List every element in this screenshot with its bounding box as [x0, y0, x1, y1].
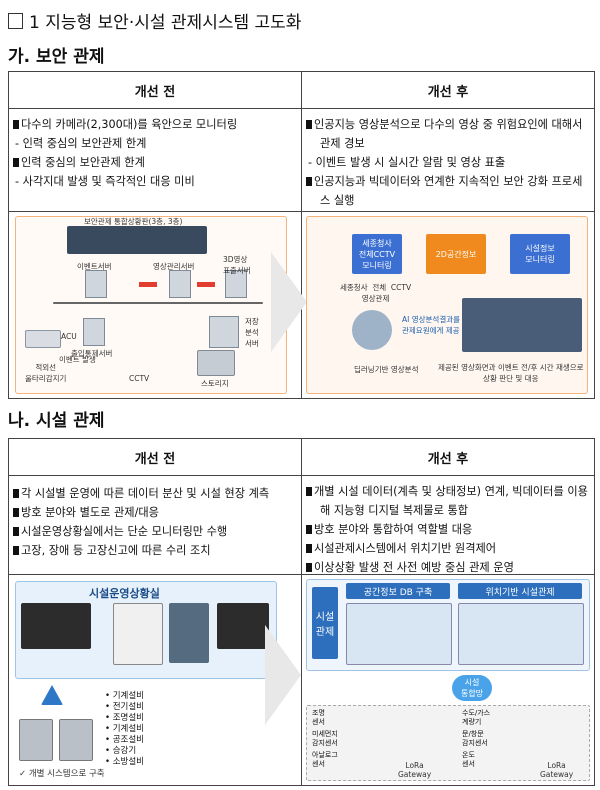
- equipment-list: • 기계설비• 전기설비• 조명설비• 기계설비• 공조설비• 승강기• 소방설…: [105, 691, 144, 768]
- sensor-label: 조명 센서: [312, 709, 325, 726]
- list-item: 인력 중심의 보안관제 한계: [13, 153, 297, 172]
- checkbox-icon: [8, 12, 23, 29]
- list-item: 시설관제시스템에서 위치기반 원격제어: [306, 539, 590, 558]
- equipment-item: • 조명설비: [105, 713, 144, 723]
- before-list: 다수의 카메라(2,300대)를 육안으로 모니터링 - 인력 중심의 보안관제 …: [9, 109, 302, 211]
- after-header: 개선 후: [427, 451, 469, 467]
- after-header: 개선 후: [427, 84, 469, 100]
- equipment-item: • 기계설비: [105, 691, 144, 701]
- sensor-label: 온도 센서: [462, 751, 475, 768]
- equipment-item: • 전기설비: [105, 702, 144, 712]
- list-item: 인공지능과 빅데이터와 연계한 지속적인 보안 강화 프로세: [306, 172, 590, 191]
- section-heading-security: 가. 보안 관제: [8, 47, 105, 67]
- list-item: 다수의 카메라(2,300대)를 육안으로 모니터링: [13, 115, 297, 134]
- list-item: 해 지능형 디지털 복제물로 통합: [320, 504, 469, 517]
- list-item: 시설운영상황실에서는 단순 모니터링만 수행: [13, 522, 297, 541]
- list-item: - 이벤트 발생 시 실시간 알람 및 영상 표출: [308, 156, 506, 169]
- section-heading-facility: 나. 시설 관제: [8, 411, 105, 431]
- list-item: 인공지능 영상분석으로 다수의 영상 중 위험요인에 대해서: [306, 115, 590, 134]
- sensor-label: 미세먼지 감지센서: [312, 730, 338, 747]
- sensor-label: 문/창문 감지센서: [462, 730, 488, 747]
- list-item: - 사각지대 발생 및 즉각적인 대응 미비: [15, 175, 195, 188]
- equipment-item: • 기계설비: [105, 724, 144, 734]
- facility-table: 개선 전 개선 후 각 시설별 운영에 따른 데이터 분산 및 시설 현장 계측…: [8, 438, 595, 786]
- sensor-label: 아날로그 센서: [312, 751, 338, 768]
- list-item: - 인력 중심의 보안관제 한계: [15, 137, 147, 150]
- list-item: 개별 시설 데이터(계측 및 상태정보) 연계, 빅데이터를 이용: [306, 482, 590, 501]
- list-item: 관제 경보: [320, 137, 365, 150]
- up-arrow-icon: [41, 685, 63, 705]
- list-item: 각 시설별 운영에 따른 데이터 분산 및 시설 현장 계측: [13, 484, 297, 503]
- security-table: 개선 전 개선 후 다수의 카메라(2,300대)를 육안으로 모니터링 - 인력…: [8, 71, 595, 399]
- equipment-item: • 소방설비: [105, 757, 144, 767]
- before-header: 개선 전: [9, 72, 302, 108]
- equipment-item: • 공조설비: [105, 735, 144, 745]
- sensor-label: 수도/가스 계량기: [462, 709, 491, 726]
- list-item: 스 실행: [320, 194, 355, 207]
- document-title: 1 지능형 보안·시설 관제시스템 고도화: [8, 8, 301, 33]
- before-diagram: 시설운영상황실 • 기계설비• 전기설비• 조명설비• 기계설비• 공조설비• …: [9, 575, 302, 785]
- list-item: 이상상황 발생 전 사전 예방 중심 관제 운영: [306, 558, 590, 577]
- list-item: 방호 분야와 별도로 관제/대응: [13, 503, 297, 522]
- equipment-item: • 승강기: [105, 746, 137, 756]
- before-header: 개선 전: [9, 439, 302, 475]
- after-diagram: 세종청사 전체CCTV 모니터링 2D공간정보 시설정보 모니터링 세종청사 전…: [302, 212, 594, 398]
- right-arrow-icon: [271, 252, 307, 352]
- right-arrow-icon: [265, 625, 301, 725]
- before-diagram: 보안관제 통합상황판(3층, 3층) 이벤트서버 영상관리서버 3D영상 표출서…: [9, 212, 307, 398]
- list-item: 고장, 장애 등 고장신고에 따른 수리 조치: [13, 541, 297, 560]
- list-item: 방호 분야와 통합하여 역할별 대응: [306, 520, 590, 539]
